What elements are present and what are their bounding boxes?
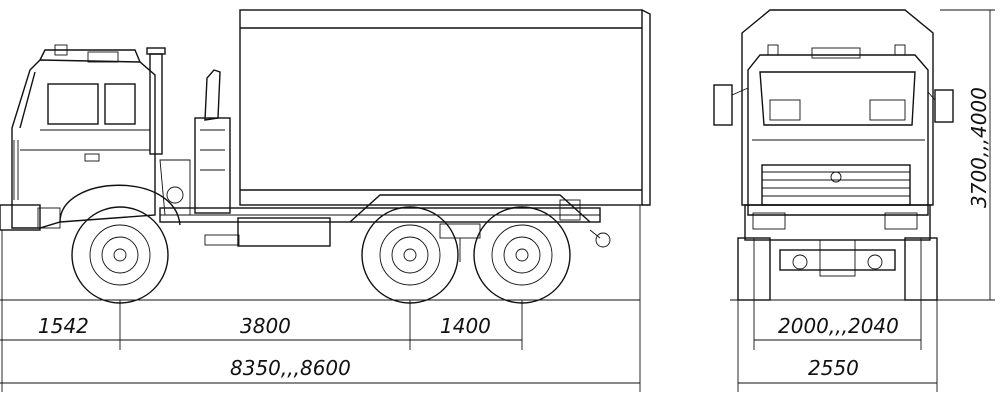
- dimension-overall-height: 3700,,,4000: [967, 87, 991, 208]
- dimension-track-width: 2000,,,2040: [778, 314, 899, 338]
- exhaust-stack: [159, 69, 231, 216]
- dimension-front-overhang: 1542: [38, 314, 89, 338]
- dimension-rear-axle-spacing: 1400: [440, 314, 491, 338]
- side-dimension-lines: [0, 205, 641, 392]
- front-axle: [779, 239, 896, 277]
- front-wheel-arch: [59, 184, 181, 226]
- chassis-frame: [159, 194, 611, 262]
- front-view: [713, 9, 995, 392]
- air-intake: [146, 47, 166, 155]
- dimension-overall-length: 8350,,,8600: [230, 356, 351, 380]
- front-dimension-lines: [737, 9, 995, 392]
- front-body-outline: [741, 9, 934, 206]
- cab-front: [747, 44, 929, 216]
- front-wheel: [71, 206, 169, 304]
- front-bumper: [744, 204, 931, 241]
- cargo-body: [239, 9, 651, 206]
- dimension-overall-width: 2550: [808, 356, 859, 380]
- mirrors: [713, 84, 954, 126]
- dimension-wheelbase: 3800: [240, 314, 291, 338]
- cab: [0, 44, 156, 231]
- front-view-wheels: [737, 237, 938, 301]
- side-view: [0, 9, 651, 392]
